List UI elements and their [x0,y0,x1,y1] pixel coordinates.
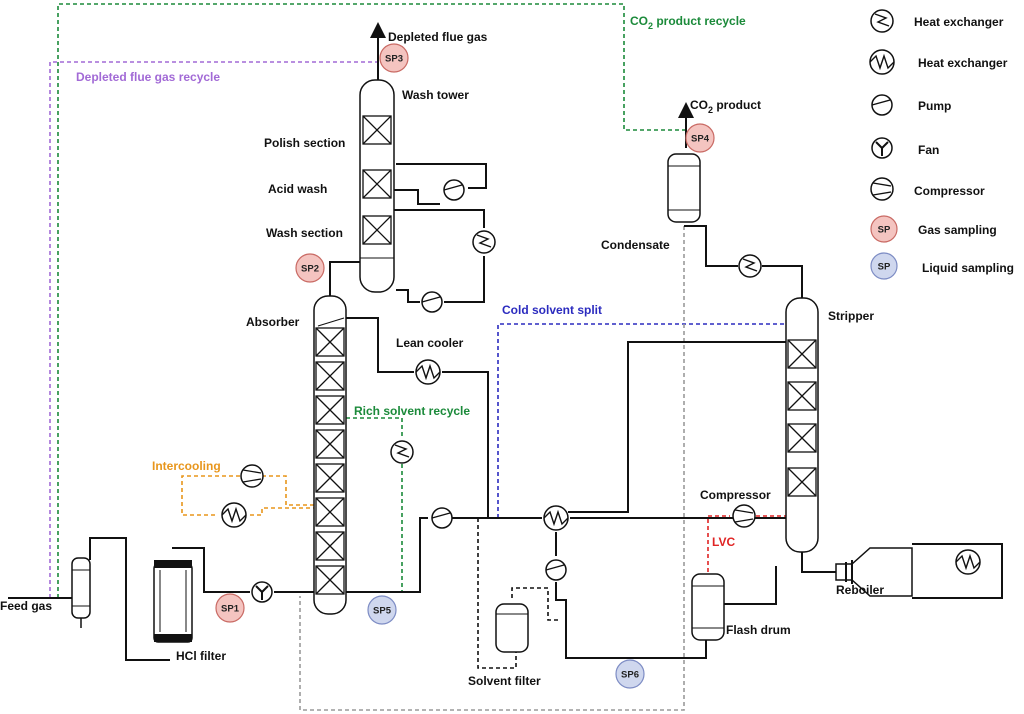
sampling-point-sp1: SP1 [215,593,245,623]
wash-section-label: Wash section [266,226,343,240]
svg-text:SP3: SP3 [385,54,403,65]
solvent-filter-label: Solvent filter [468,674,541,688]
legend-heat-exchanger-coil: Heat exchanger [870,9,1004,33]
lean-pump-icon [545,559,567,581]
solvent-filter-line [477,518,560,669]
svg-text:Pump: Pump [918,99,951,113]
legend: Heat exchanger Heat exchanger Pump Fan C… [869,9,1014,280]
legend-fan-icon [871,137,893,159]
reboiler-heater-icon [955,549,981,575]
co2-product-label: CO2 product [690,98,761,115]
overhead-condenser-icon [738,254,762,278]
condensate-grey-line [299,226,685,711]
flash-drum-label: Flash drum [726,623,791,637]
svg-text:Fan: Fan [918,143,939,157]
legend-heat-exchanger-zigzag-icon [869,49,895,75]
lvc-line [707,515,786,572]
sampling-point-sp5: SP5 [367,595,397,625]
hcl-to-fan-pipe [172,547,250,593]
intercooler-heat-exchanger-icon [221,502,247,528]
stripper-top-pipe [684,225,803,304]
intercooling-loop [181,475,314,516]
svg-text:SP2: SP2 [301,264,319,275]
svg-text:SP4: SP4 [691,134,710,145]
wash-heat-exchanger-icon [472,230,496,254]
legend-compressor: Compressor [870,177,985,201]
hcl-filter-label: HCl filter [176,649,226,663]
legend-fan: Fan [871,137,939,159]
cross-heat-exchanger-icon [543,505,569,531]
flash-drum-vessel [691,573,725,641]
depleted-flue-gas-recycle-label: Depleted flue gas recycle [76,70,220,84]
wash-loop-pipes [394,163,487,303]
svg-text:Liquid sampling: Liquid sampling [922,261,1014,275]
co2-product-recycle-label: CO2 product recycle [630,14,746,31]
svg-text:Heat exchanger: Heat exchanger [914,15,1004,29]
rich-solvent-recycle-label: Rich solvent recycle [354,404,470,418]
legend-pump: Pump [871,94,951,116]
acid-wash-label: Acid wash [268,182,327,196]
sampling-point-sp2: SP2 [295,253,325,283]
stripper-column [785,297,819,553]
wash-pump-icon [421,291,443,313]
rich-recycle-heat-exchanger-icon [390,440,414,464]
legend-heat-exchanger-coil-icon [870,9,894,33]
depleted-flue-gas-label: Depleted flue gas [388,30,488,44]
polish-section-label: Polish section [264,136,345,150]
intercooling-label: Intercooling [152,459,221,473]
compressor-label: Compressor [700,488,771,502]
wash-tower-column [359,79,395,293]
fan-icon [251,581,273,603]
cold-solvent-split-line [497,323,790,518]
intercooling-pump-icon [240,464,264,488]
solvent-filter-vessel [495,603,529,653]
feed-pipe [8,537,170,661]
depleted-flue-gas-recycle-line [49,61,380,598]
svg-text:SP6: SP6 [621,670,639,681]
wash-tower-label: Wash tower [402,88,469,102]
absorber-to-wash-pipe [329,261,360,304]
svg-text:SP: SP [878,262,891,273]
absorber-column [313,295,347,615]
svg-text:Gas sampling: Gas sampling [918,223,997,237]
stripper-bottom-pipe [724,548,836,605]
feed-gas-label: Feed gas [0,599,52,613]
legend-liquid-sampling: SP Liquid sampling [870,252,1014,280]
legend-heat-exchanger-zigzag: Heat exchanger [869,49,1008,75]
hcl-filter-vessel [153,560,193,643]
acid-wash-pump-icon [443,179,465,201]
co2-product-recycle-line [57,3,688,598]
condenser-drum [667,153,701,223]
cross-hx-pipe [555,532,707,659]
lvc-label: LVC [712,535,735,549]
sampling-point-sp3: SP3 [379,43,409,73]
lvc-compressor-icon [732,504,756,528]
legend-compressor-icon [870,177,894,201]
condensate-label: Condensate [601,238,670,252]
svg-text:SP1: SP1 [221,604,240,615]
reboiler-pipes [912,543,1003,599]
lean-cooler-label: Lean cooler [396,336,464,350]
svg-text:Heat exchanger: Heat exchanger [918,56,1008,70]
cold-solvent-split-label: Cold solvent split [502,303,602,317]
reboiler-unit [835,547,981,597]
stripper-feed-pipe [568,341,786,513]
svg-text:SP: SP [878,225,891,236]
legend-gas-sampling: SP Gas sampling [870,215,997,243]
legend-pump-icon [871,94,893,116]
sampling-point-sp6: SP6 [615,659,645,689]
rich-solvent-pump-icon [431,507,453,529]
reboiler-label: Reboiler [836,583,884,597]
sampling-point-sp4: SP4 [685,123,715,153]
rich-solvent-pipe [346,517,802,593]
stripper-label: Stripper [828,309,874,323]
lean-cooler-icon [415,359,441,385]
svg-text:Compressor: Compressor [914,184,985,198]
absorber-label: Absorber [246,315,300,329]
feed-knockout-drum [71,557,91,628]
svg-text:SP5: SP5 [373,606,392,617]
